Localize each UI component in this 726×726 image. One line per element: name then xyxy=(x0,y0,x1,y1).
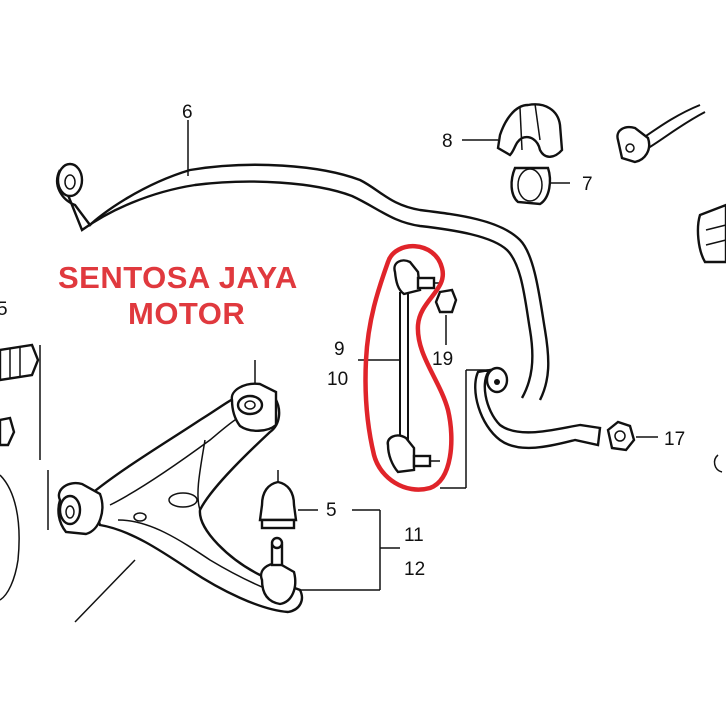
left-edge-parts xyxy=(0,343,49,601)
stabilizer-link xyxy=(386,259,442,474)
watermark-line2: MOTOR xyxy=(128,296,245,331)
part-number-label: 8 xyxy=(442,131,453,152)
part-number-label: 10 xyxy=(327,369,348,390)
lower-control-arm xyxy=(57,360,304,623)
link-nut xyxy=(434,288,458,345)
part-number-label: 7 xyxy=(582,174,593,195)
watermark-line1: SENTOSA JAYA xyxy=(58,260,298,295)
stabilizer-bushing xyxy=(510,166,570,206)
leader-11-12 xyxy=(300,509,400,591)
part-number-label: 6 xyxy=(182,102,193,123)
part-number-label: 5 xyxy=(326,500,337,521)
sensor-wire xyxy=(616,104,706,164)
right-edge-parts xyxy=(696,203,726,473)
highlight-outline xyxy=(363,244,454,492)
stabilizer-bar xyxy=(55,120,602,450)
part-number-label: 17 xyxy=(664,429,685,450)
part-number-label: 12 xyxy=(404,559,425,580)
part-number-label: 11 xyxy=(404,525,424,546)
part-number-label: 19 xyxy=(432,349,453,370)
ball-joint-boot xyxy=(258,470,318,530)
flange-nut xyxy=(606,420,658,452)
part-number-label: 5 xyxy=(0,299,8,320)
part-number-label: 9 xyxy=(334,339,345,360)
bushing-holder xyxy=(462,103,564,158)
